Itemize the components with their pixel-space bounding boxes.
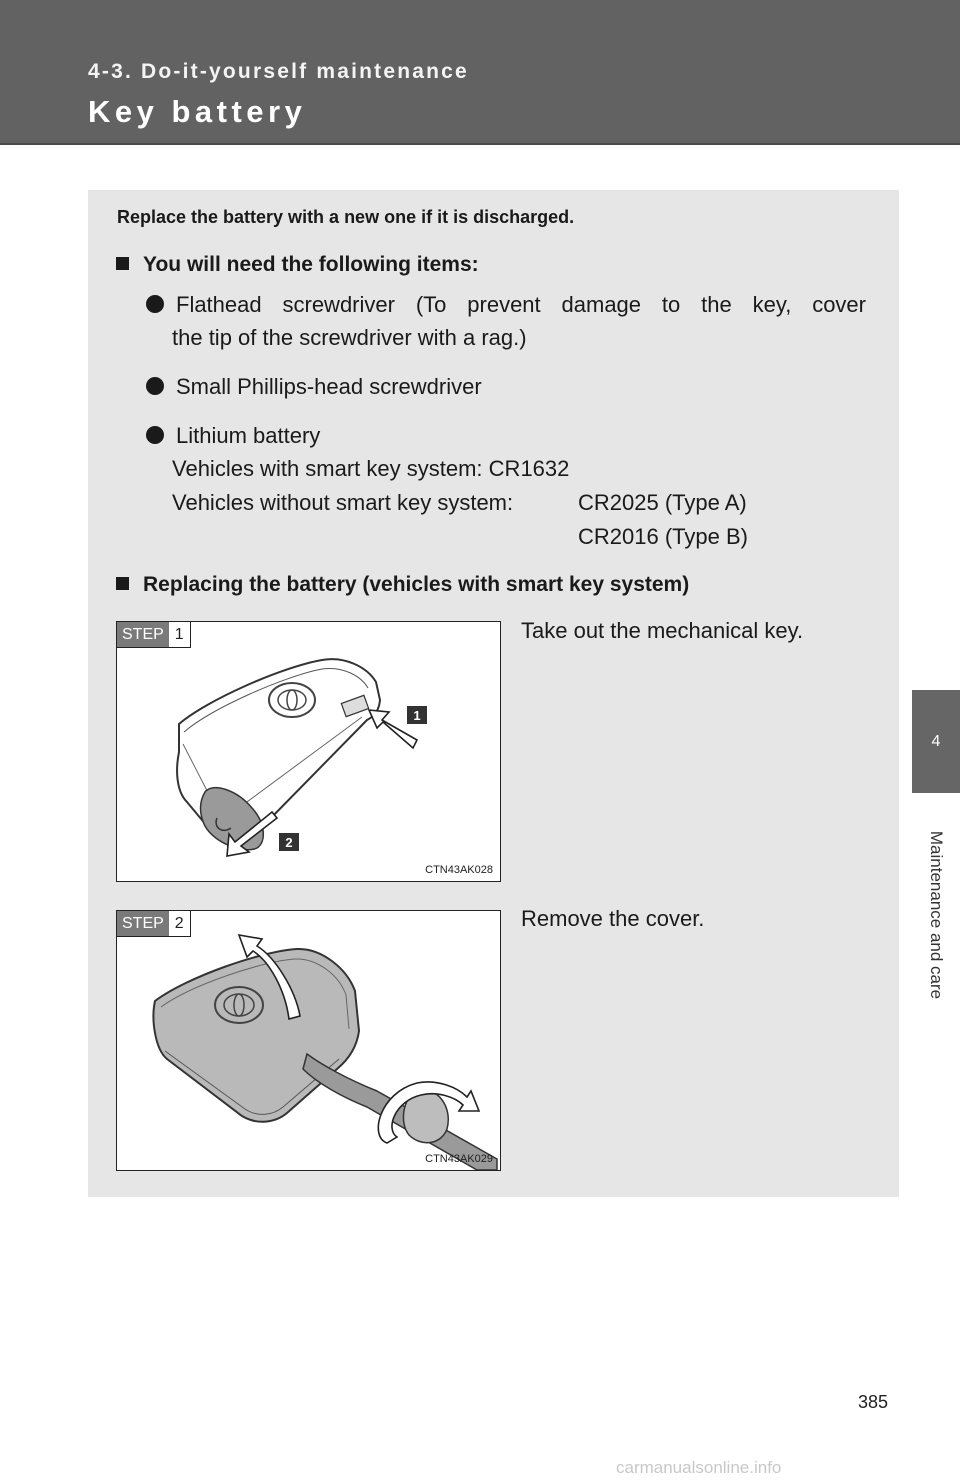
needed-items-heading-text: You will need the following items: <box>143 253 479 276</box>
chapter-number: 4 <box>931 732 941 750</box>
key-fob-illustration: 1 2 <box>176 658 427 857</box>
page-header: 4-3. Do-it-yourself maintenance Key batt… <box>0 0 960 145</box>
intro-text: Replace the battery with a new one if it… <box>117 207 575 227</box>
chapter-tab: 4 <box>912 690 960 793</box>
page-number: 385 <box>858 1392 889 1412</box>
battery-smart-line: Vehicles with smart key system: CR1632 <box>172 456 570 481</box>
step-2-figure: STEP 2 CTN43AK029 <box>116 910 501 1171</box>
battery-smart-value: CR1632 <box>488 456 570 481</box>
chapter-name: Maintenance and care <box>927 830 947 1000</box>
step-1-badge: STEP 1 <box>117 622 191 648</box>
item-flathead-line2: the tip of the screwdriver with a rag.) <box>172 325 527 350</box>
bullet-dot-icon <box>146 377 164 395</box>
watermark: carmanualsonline.info <box>616 1458 782 1477</box>
svg-text:1: 1 <box>413 708 420 723</box>
page-title: Key battery <box>88 94 307 129</box>
key-cover-illustration <box>152 933 498 1171</box>
step-2-text: Remove the cover. <box>521 906 705 931</box>
figure-code: CTN43AK029 <box>425 1153 493 1165</box>
step-1-text: Take out the mechanical key. <box>521 618 804 643</box>
square-bullet-icon <box>116 577 129 590</box>
battery-nosmart-value-b: CR2016 (Type B) <box>578 524 748 549</box>
replacing-heading: Replacing the battery (vehicles with sma… <box>116 573 689 597</box>
step-1-figure: STEP 1 1 2 CTN43AK028 <box>116 621 501 882</box>
square-bullet-icon <box>116 257 129 270</box>
step-2-badge: STEP 2 <box>117 911 191 937</box>
needed-items-heading: You will need the following items: <box>116 253 479 277</box>
item-phillips: Small Phillips-head screwdriver <box>146 370 482 403</box>
battery-nosmart-label: Vehicles without smart key system: <box>172 490 514 515</box>
item-lithium-battery: Lithium battery <box>146 419 320 452</box>
bullet-dot-icon <box>146 295 164 313</box>
bullet-dot-icon <box>146 426 164 444</box>
chapter-side-label: Maintenance and care <box>912 800 960 1030</box>
svg-text:2: 2 <box>285 835 292 850</box>
battery-nosmart-value-a: CR2025 (Type A) <box>578 490 747 515</box>
replacing-heading-text: Replacing the battery (vehicles with sma… <box>143 573 690 596</box>
figure-code: CTN43AK028 <box>425 864 493 876</box>
item-flathead-line1: Flathead screwdriver (To prevent damage … <box>146 288 866 321</box>
section-label: 4-3. Do-it-yourself maintenance <box>88 60 469 83</box>
